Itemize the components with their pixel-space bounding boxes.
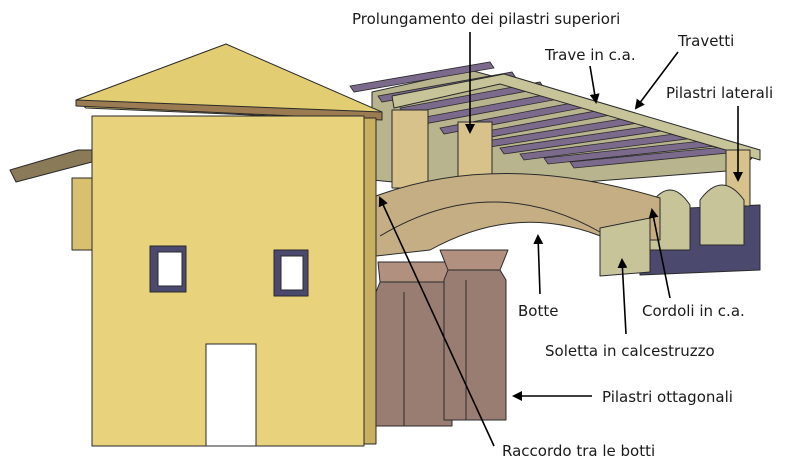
label-botte: Botte <box>518 302 558 320</box>
label-prolungamento: Prolungamento dei pilastri superiori <box>352 10 620 28</box>
label-soletta: Soletta in calcestruzzo <box>545 342 715 360</box>
left-low-roof <box>9 149 93 183</box>
building-window-left-opening <box>157 251 183 287</box>
label-pilastri-laterali: Pilastri laterali <box>666 84 773 102</box>
arrow-soletta <box>617 258 628 335</box>
label-raccordo: Raccordo tra le botti <box>502 442 655 460</box>
label-travetti: Travetti <box>677 32 734 50</box>
arrow-raccordo <box>378 196 495 447</box>
main-beam <box>391 73 761 161</box>
arrow-travetti <box>634 51 679 110</box>
label-trave: Trave in c.a. <box>544 46 636 64</box>
label-cordoli: Cordoli in c.a. <box>642 302 745 320</box>
building-roof-edge <box>75 99 383 121</box>
left-side-wall <box>71 177 95 251</box>
cordolo <box>599 217 651 277</box>
octagonal-column-right <box>439 249 509 421</box>
lateral-arch-2 <box>699 184 745 246</box>
building-window-right-opening <box>280 255 304 291</box>
building-door <box>205 343 257 447</box>
arrow-botte <box>533 234 544 295</box>
barrel-vault-rib <box>379 201 601 237</box>
arrow-cordoli <box>648 208 671 299</box>
barrel-vault <box>375 173 661 257</box>
arrow-trave <box>589 65 600 104</box>
upper-pillar-left <box>391 109 429 189</box>
label-pilastri-ottagonali: Pilastri ottagonali <box>602 388 733 406</box>
octagonal-column-left <box>375 261 453 427</box>
